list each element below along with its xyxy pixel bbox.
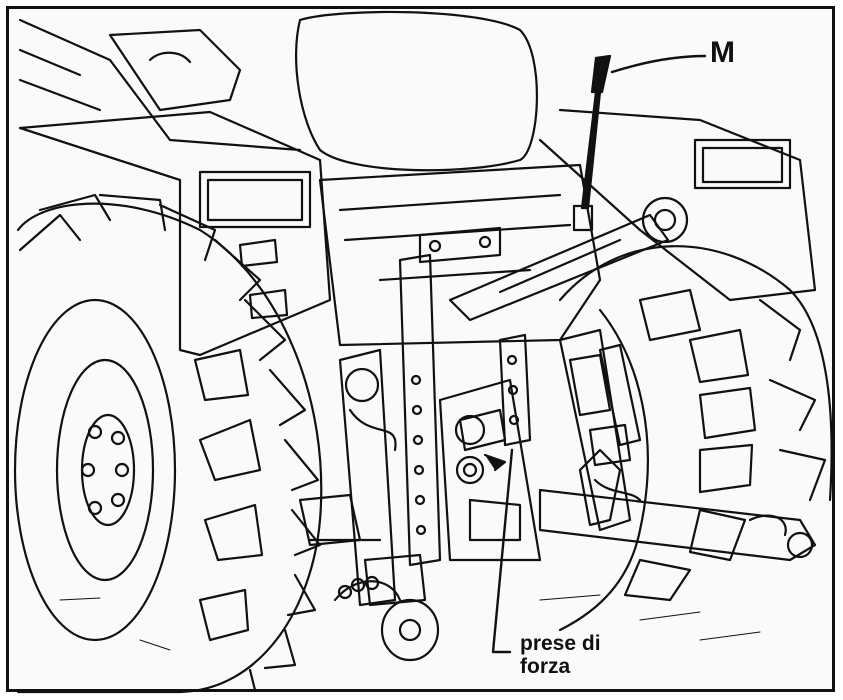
hitch-bracket <box>398 253 532 567</box>
pto-label: prese di forza <box>520 632 640 678</box>
pto-housing <box>438 378 542 562</box>
left-fender <box>18 110 332 357</box>
right-rear-wheel <box>558 245 833 632</box>
right-fender <box>538 108 817 302</box>
pto-label-line2: forza <box>520 655 571 678</box>
pto-leader-line <box>491 448 514 654</box>
right-lift-arm <box>558 328 642 532</box>
lever-leader-line <box>610 54 707 74</box>
texture-lines <box>59 594 761 651</box>
left-lift-arm <box>333 348 440 662</box>
pto-label-line1: prese di <box>520 632 601 655</box>
lever-label: M <box>710 36 735 69</box>
top-link <box>418 196 689 322</box>
left-rear-wheel <box>13 193 323 694</box>
control-lever-m[interactable] <box>572 54 612 232</box>
seat-and-top <box>18 10 539 172</box>
